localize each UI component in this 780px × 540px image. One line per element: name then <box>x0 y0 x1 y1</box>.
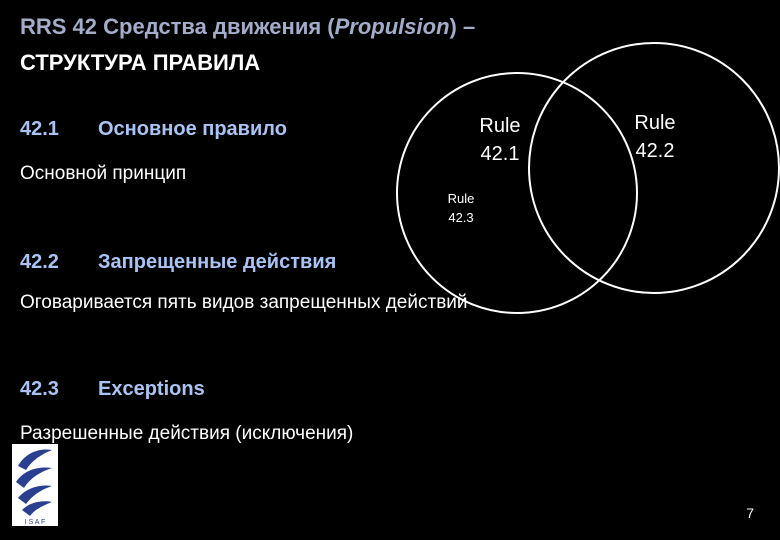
section-number: 42.2 <box>20 251 59 273</box>
slide-title-line2: СТРУКТУРА ПРАВИЛА <box>20 50 261 75</box>
section-title: Exceptions <box>98 378 205 400</box>
page-number: 7 <box>746 505 754 521</box>
rule-42-3-label-line2: 42.3 <box>448 210 473 225</box>
circle-rule-42-2 <box>528 42 780 294</box>
rule-42-2-label-line1: Rule <box>634 112 675 134</box>
title-italic: Propulsion <box>334 14 450 39</box>
rule-42-2-label-line2: 42.2 <box>636 140 675 162</box>
title-suffix: ) – <box>449 14 476 39</box>
section-number: 42.3 <box>20 378 59 400</box>
section-heading-42-3: 42.3 Exceptions <box>20 378 205 401</box>
isaf-logo: I S A F <box>12 444 58 526</box>
section-text-42-3: Разрешенные действия (исключения) <box>20 423 354 444</box>
logo-letters: I S A F <box>25 519 46 526</box>
section-text-42-1: Основной принцип <box>20 163 187 184</box>
title-prefix: RRS 42 Средства движения ( <box>20 14 335 39</box>
circle-rule-42-1 <box>396 72 638 314</box>
section-number: 42.1 <box>20 118 59 140</box>
section-text-42-2: Оговаривается пять видов запрещенных дей… <box>20 292 468 313</box>
section-heading-42-2: 42.2 Запрещенные действия <box>20 251 336 274</box>
section-title: Запрещенные действия <box>98 251 337 273</box>
section-heading-42-1: 42.1 Основное правило <box>20 118 287 141</box>
section-title: Основное правило <box>98 118 287 140</box>
rule-42-1-label-line1: Rule <box>479 115 520 137</box>
rule-42-1-label-line2: 42.1 <box>481 143 520 165</box>
rule-42-3-label-line1: Rule <box>448 191 475 206</box>
slide-title-line1: RRS 42 Средства движения (Propulsion) – <box>20 14 475 40</box>
